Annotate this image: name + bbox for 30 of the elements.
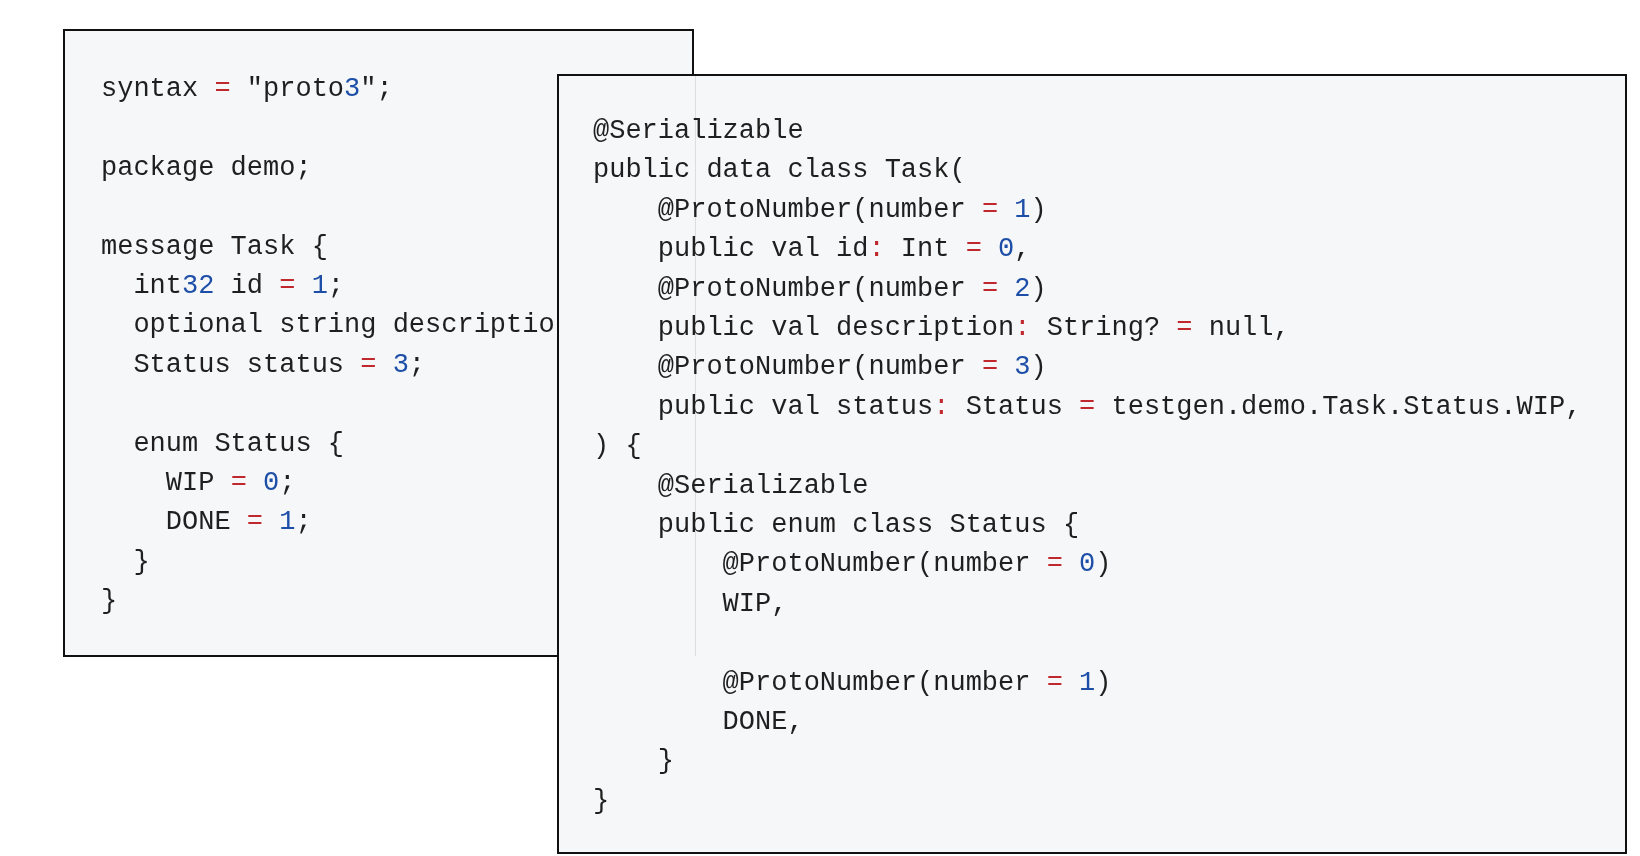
code-line: @ProtoNumber(number = 3) xyxy=(656,351,1047,385)
code-line: package demo; xyxy=(101,151,312,185)
code-line: WIP = 0; xyxy=(164,467,296,500)
code-line: public val status: Status = testgen.demo.Task.Status.WIP, xyxy=(656,390,1582,424)
code-line: ) { xyxy=(593,430,642,464)
code-line: @Serializable xyxy=(656,469,869,503)
code-line: } xyxy=(593,784,610,818)
code-line: public enum class Status { xyxy=(656,509,1080,542)
code-line: @ProtoNumber(number = 1) xyxy=(656,193,1047,227)
code-line: enum Status { xyxy=(132,427,345,461)
code-line: @Serializable xyxy=(593,115,804,148)
code-line: @ProtoNumber(number = 0) xyxy=(721,548,1112,582)
code-line: DONE = 1; xyxy=(164,506,312,540)
code-line: Status status = 3; xyxy=(132,348,426,382)
code-line: WIP, xyxy=(721,587,788,621)
code-line: DONE, xyxy=(721,706,804,739)
code-line: } xyxy=(132,545,150,579)
code-line: int32 id = 1; xyxy=(132,270,345,303)
code-line: public val description: String? = null, xyxy=(656,312,1290,345)
code-line: message Task { xyxy=(101,230,328,264)
code-line: @ProtoNumber(number = 2) xyxy=(656,272,1047,306)
code-line: syntax = "proto3"; xyxy=(101,73,393,106)
code-line: public val id: Int = 0, xyxy=(656,233,1031,267)
code-line: @ProtoNumber(number = 1) xyxy=(721,666,1112,700)
code-panel xyxy=(557,74,1627,854)
code-line: optional string descriptio xyxy=(132,309,555,343)
code-line: public data class Task( xyxy=(593,154,966,188)
code-panel xyxy=(63,29,557,657)
code-line: } xyxy=(656,745,674,779)
code-line: } xyxy=(101,585,118,619)
